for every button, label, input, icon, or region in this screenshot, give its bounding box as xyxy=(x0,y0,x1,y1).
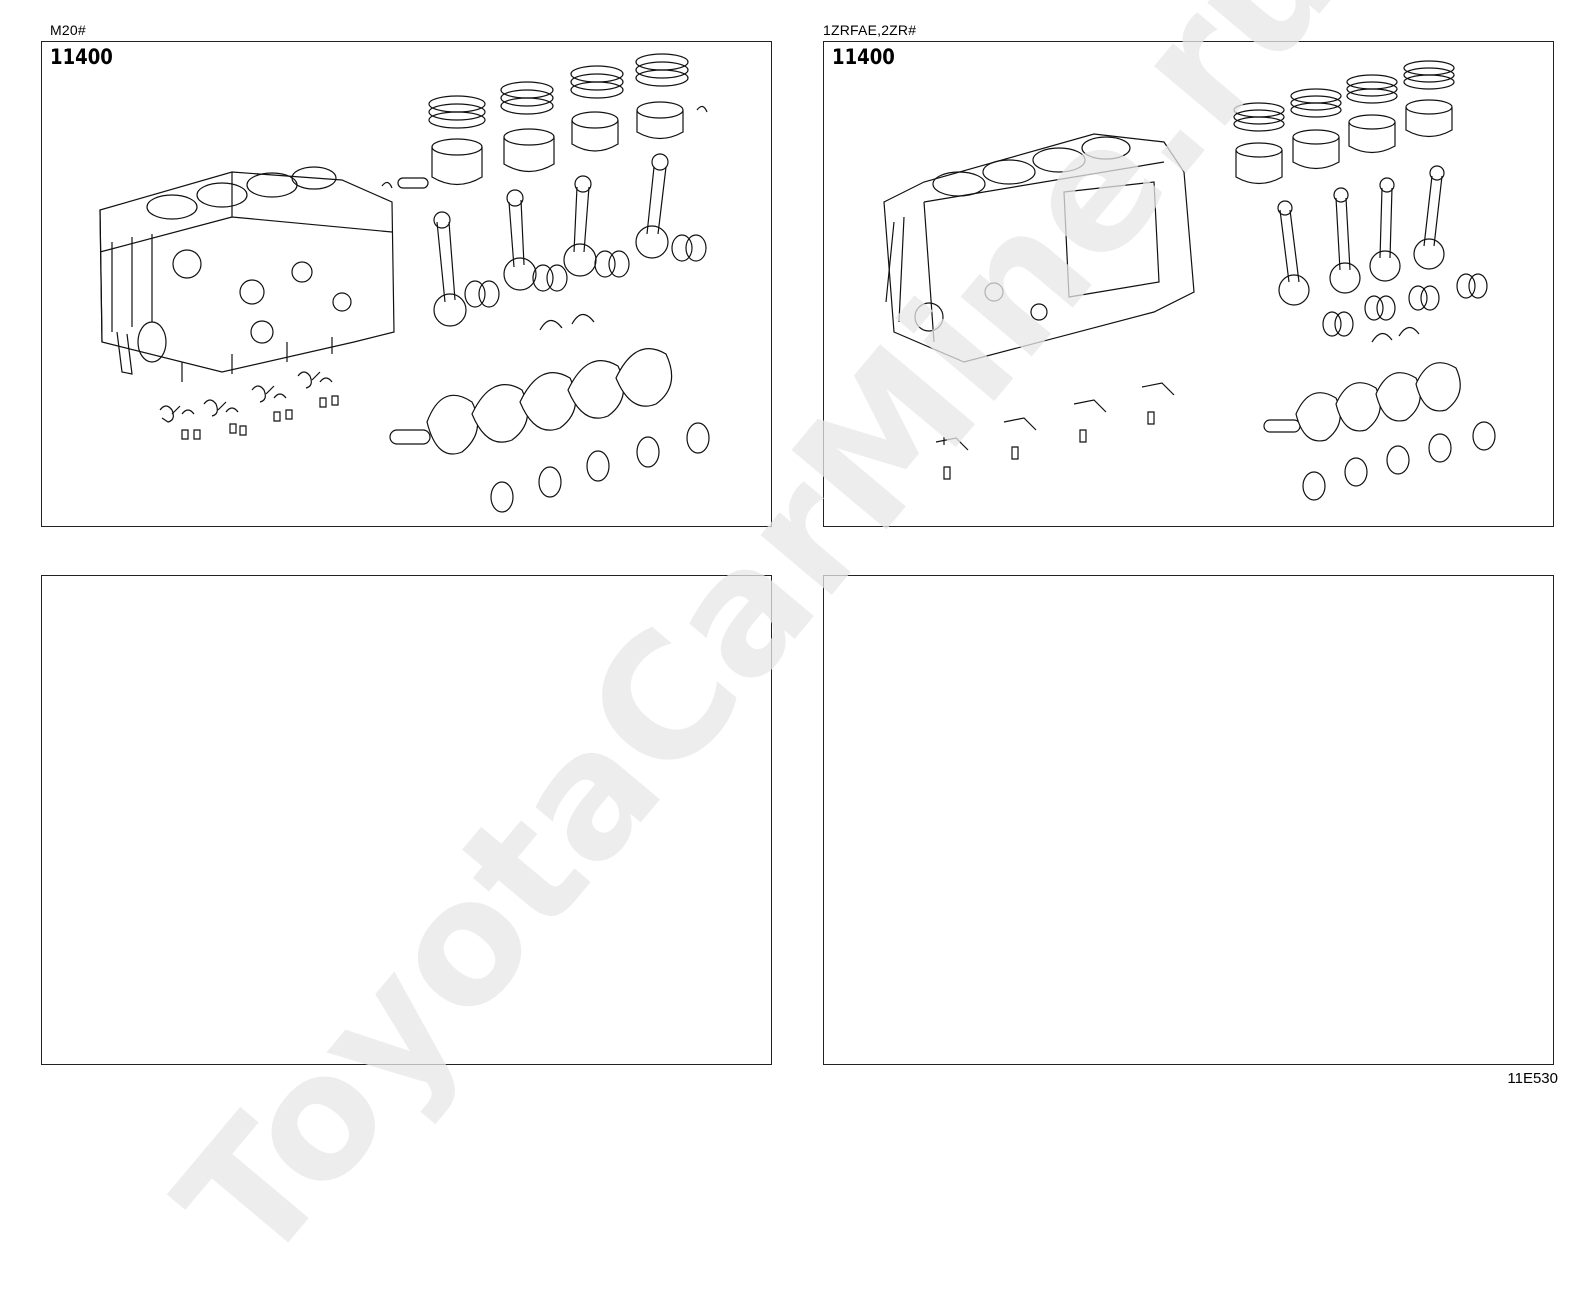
short-block-assembly-illustration xyxy=(824,42,1553,526)
diagram-panel-1zr[interactable]: 11400 xyxy=(823,41,1554,527)
thrust-washer-icon xyxy=(540,314,594,330)
bolt-icon xyxy=(944,412,1154,479)
empty-diagram-panel-bottom-right xyxy=(823,575,1554,1065)
piston-icon xyxy=(1236,100,1452,184)
oil-jet-icon xyxy=(936,383,1174,450)
part-code: 11400 xyxy=(832,45,895,69)
piston-ring-set-icon xyxy=(429,54,688,128)
engine-block-icon xyxy=(884,134,1194,362)
illustration-code: 11E530 xyxy=(1507,1070,1558,1087)
empty-diagram-panel-bottom-left xyxy=(41,575,772,1065)
piston-icon xyxy=(382,102,707,188)
piston-ring-set-icon xyxy=(1234,61,1454,131)
panel-caption-m20: M20# xyxy=(50,22,86,38)
crankshaft-icon xyxy=(390,349,672,454)
panel-caption-1zr: 1ZRFAE,2ZR# xyxy=(823,22,917,38)
connecting-rod-icon xyxy=(1278,166,1444,305)
diagram-panel-m20[interactable]: 11400 xyxy=(41,41,772,527)
bearing-icon xyxy=(465,235,709,512)
connecting-rod-icon xyxy=(434,154,668,326)
bolt-icon xyxy=(182,396,338,439)
short-block-assembly-illustration xyxy=(42,42,771,526)
thrust-washer-icon xyxy=(1372,327,1419,342)
crankshaft-icon xyxy=(1264,363,1460,441)
bearing-icon xyxy=(1303,274,1495,500)
part-code: 11400 xyxy=(50,45,113,69)
oil-jet-icon xyxy=(160,372,332,422)
engine-block-icon xyxy=(100,167,394,382)
